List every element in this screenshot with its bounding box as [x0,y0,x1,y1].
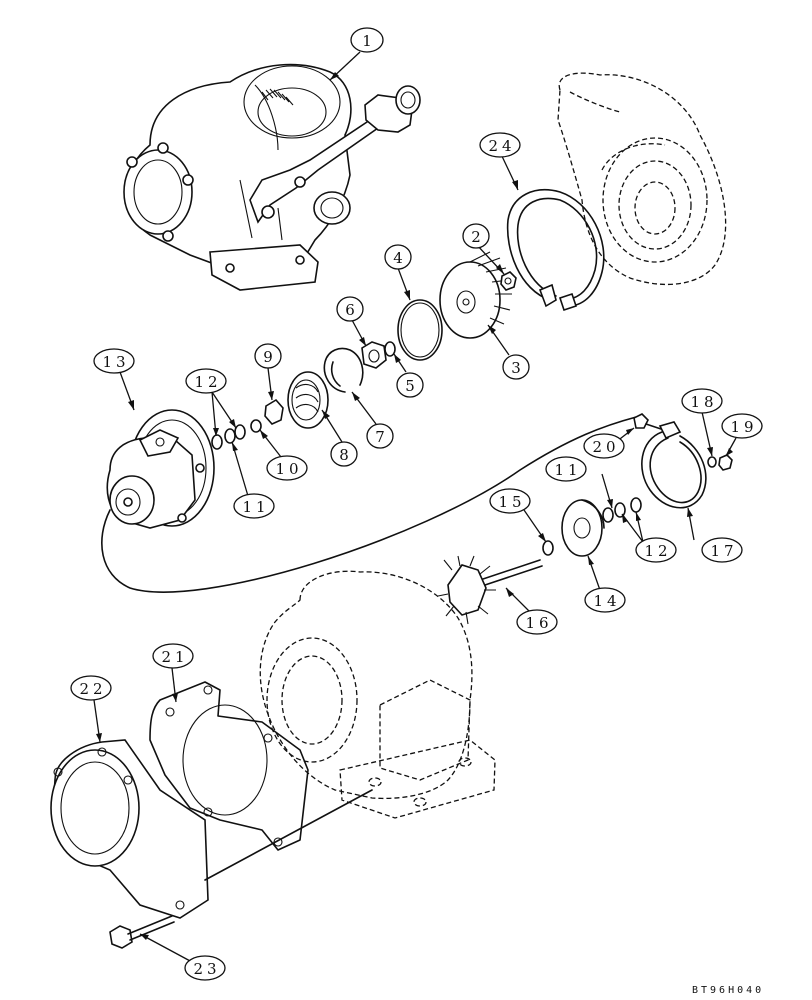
callout-14: 14 [584,587,626,613]
callout-3: 3 [502,354,530,380]
svg-text:9: 9 [263,348,277,366]
compressor-cover-phantom [557,72,727,286]
callout-8: 8 [330,441,358,467]
svg-text:8: 8 [339,446,353,464]
turbocharger-assembly [123,63,421,291]
svg-text:17: 17 [710,542,737,560]
callout-5: 5 [396,372,424,398]
callout-11-lower: 11 [545,456,587,482]
drawing-code: BT96H040 [692,985,764,996]
assembly-line-lower [204,789,373,881]
exhaust-elbow-22 [50,739,209,919]
svg-text:15: 15 [498,493,525,511]
callouts: 1 24 2 4 3 6 5 9 [70,27,763,981]
svg-text:7: 7 [375,428,389,446]
o-ring-4 [397,299,443,361]
callout-12-lower: 12 [635,537,677,563]
callout-23: 23 [184,955,226,981]
callout-16: 16 [516,609,558,635]
assembly-line-upper [101,415,641,593]
callout-20: 20 [583,433,625,459]
v-band-clamp-17 [641,421,707,509]
svg-text:11: 11 [554,461,581,479]
bearing-set-compressor-side [211,424,246,450]
thrust-bearing-8 [287,371,329,429]
callout-13: 13 [93,348,135,374]
svg-text:13: 13 [102,353,129,371]
gasket-21 [149,681,309,851]
svg-text:5: 5 [405,377,419,395]
svg-text:12: 12 [194,373,221,391]
callout-15: 15 [489,488,531,514]
compressor-wheel-3 [439,251,512,339]
callout-10: 10 [266,455,308,481]
callout-21: 21 [152,643,194,669]
svg-text:12: 12 [644,542,671,560]
callout-4: 4 [384,244,412,270]
svg-text:10: 10 [275,460,302,478]
svg-text:23: 23 [193,960,220,978]
svg-text:11: 11 [242,498,269,516]
nut-19 [718,454,733,471]
callout-6: 6 [336,296,364,322]
capscrew-23 [109,915,175,949]
snap-ring-24 [506,189,605,312]
svg-text:20: 20 [592,438,619,456]
callout-11-upper: 11 [233,493,275,519]
seal-ring-15 [542,540,554,556]
svg-text:14: 14 [593,592,620,610]
nut-2 [500,271,517,291]
callout-24: 24 [479,132,521,158]
svg-text:4: 4 [393,249,407,267]
callout-17: 17 [701,537,743,563]
svg-text:16: 16 [525,614,552,632]
turbine-wheel-shaft-16 [437,555,543,625]
svg-text:1: 1 [362,32,376,50]
thrust-collar-6 [361,341,387,369]
svg-text:22: 22 [79,680,106,698]
callout-7: 7 [366,423,394,449]
callout-1: 1 [350,27,384,53]
callout-22: 22 [70,675,112,701]
washer-10 [250,419,262,433]
center-housing-13 [106,409,215,529]
bolt-20 [633,413,665,431]
heat-shield-14 [561,499,605,557]
svg-text:2: 2 [471,228,485,246]
thrust-washer-9 [264,398,284,425]
callout-18: 18 [681,388,723,414]
callout-9: 9 [254,343,282,369]
washer-18 [707,456,717,468]
turbine-housing-phantom [259,570,496,819]
svg-text:21: 21 [161,648,188,666]
svg-text:18: 18 [690,393,717,411]
svg-text:3: 3 [511,359,525,377]
bearing-set-turbine-side [602,497,642,523]
callout-19: 19 [721,413,763,439]
callout-12-upper: 12 [185,368,227,394]
callout-2: 2 [462,223,490,249]
leader-arrowheads [96,72,733,940]
retaining-ring-7 [323,347,364,393]
svg-text:19: 19 [730,418,757,436]
svg-text:6: 6 [345,301,359,319]
svg-text:24: 24 [488,137,515,155]
washer-5 [384,341,396,357]
